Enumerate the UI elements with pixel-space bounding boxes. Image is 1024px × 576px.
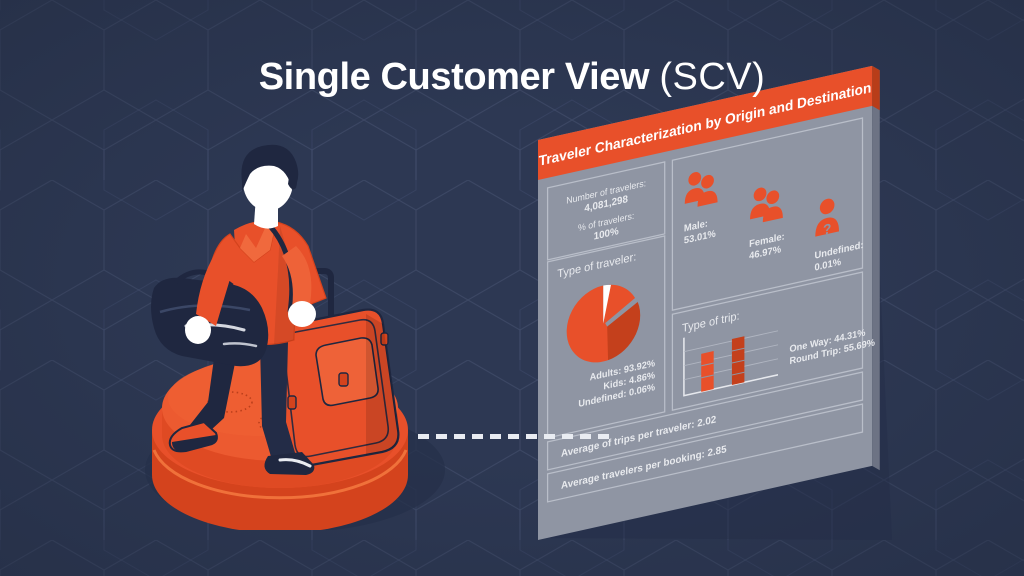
page-title: Single Customer View (SCV)	[0, 56, 1024, 99]
bar-one-way	[701, 351, 714, 392]
dashed-connector	[418, 434, 610, 439]
left-hand	[185, 316, 211, 344]
page-title-acronym: (SCV)	[659, 56, 766, 98]
dashboard-edge	[872, 65, 880, 471]
svg-text:?: ?	[823, 220, 831, 238]
dashboard-panel: Traveler Characterization by Origin and …	[520, 65, 900, 550]
traveler-illustration	[120, 130, 450, 533]
right-hand	[288, 301, 316, 327]
dashboard-board: Traveler Characterization by Origin and …	[538, 65, 880, 540]
suitcase-pocket-zip	[338, 372, 349, 387]
page-title-main: Single Customer View	[258, 56, 650, 98]
